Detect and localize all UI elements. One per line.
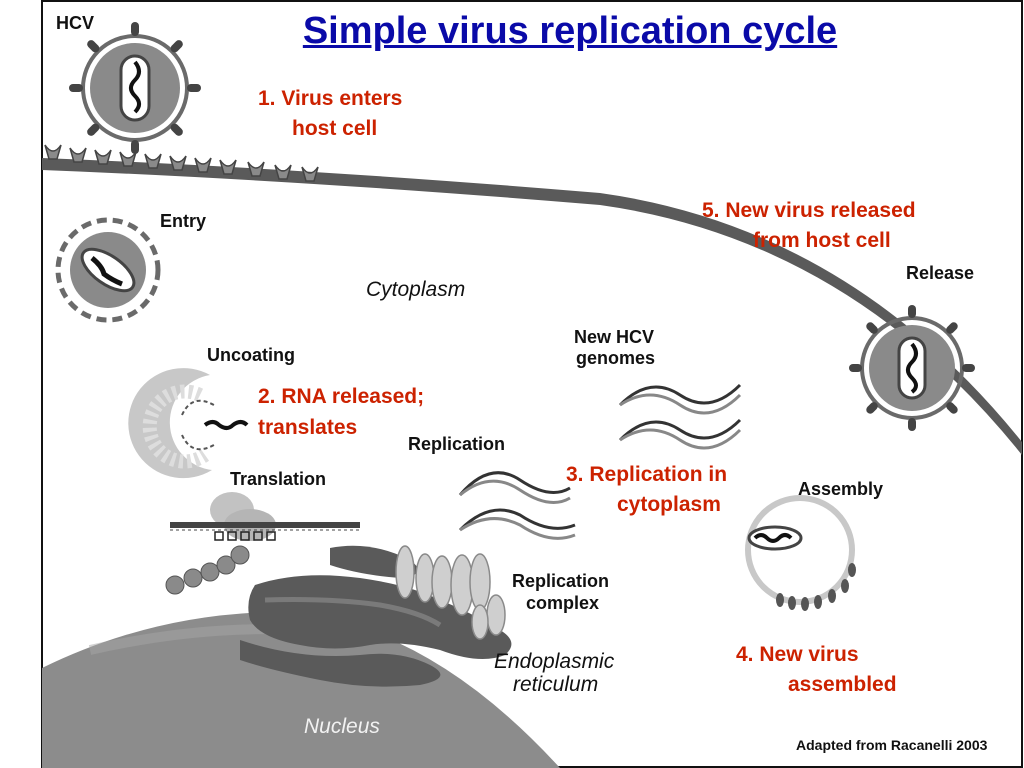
release-virion	[849, 305, 975, 431]
replication-complex-vesicles	[395, 545, 506, 640]
slide-title: Simple virus replication cycle	[302, 10, 838, 52]
step-1-line-1: 1. Virus enters	[258, 87, 403, 110]
cell-receptors	[44, 144, 319, 182]
label-entry: Entry	[160, 211, 207, 231]
step-1-line-2: host cell	[292, 117, 378, 140]
hcv-virion-attach	[69, 22, 201, 154]
label-release: Release	[906, 263, 975, 283]
credit-line: Adapted from Racanelli 2003	[796, 737, 988, 753]
replication-rna-strands	[458, 383, 742, 540]
step-2-line-2: translates	[258, 416, 358, 439]
label-er-line-1: Endoplasmic	[494, 650, 615, 673]
label-cytoplasm: Cytoplasm	[366, 278, 466, 301]
label-replication-complex-line-1: Replication	[512, 571, 610, 591]
label-new-hcv-line-1: New HCV	[574, 327, 655, 347]
label-er-line-2: reticulum	[513, 673, 599, 696]
label-nucleus: Nucleus	[304, 715, 380, 738]
step-2-line-1: 2. RNA released;	[258, 385, 425, 408]
label-replication: Replication	[408, 434, 506, 454]
step-3-line-2: cytoplasm	[617, 493, 721, 516]
step-3-line-1: 3. Replication in	[566, 463, 728, 486]
step-4-line-1: 4. New virus	[736, 643, 859, 666]
entry-virion	[55, 217, 161, 323]
label-new-hcv-line-2: genomes	[576, 348, 656, 368]
nucleus	[42, 612, 560, 768]
label-replication-complex-line-2: complex	[526, 593, 600, 613]
uncoating-capsid	[128, 368, 249, 479]
label-assembly: Assembly	[798, 479, 884, 499]
label-hcv: HCV	[56, 13, 95, 33]
label-translation: Translation	[230, 469, 327, 489]
step-5-line-1: 5. New virus released	[702, 199, 916, 222]
step-5-line-2: from host cell	[753, 229, 891, 252]
translation-ribosome	[165, 492, 360, 595]
assembly-virion	[745, 495, 856, 611]
step-4-line-2: assembled	[788, 673, 897, 696]
label-uncoating: Uncoating	[207, 345, 295, 365]
